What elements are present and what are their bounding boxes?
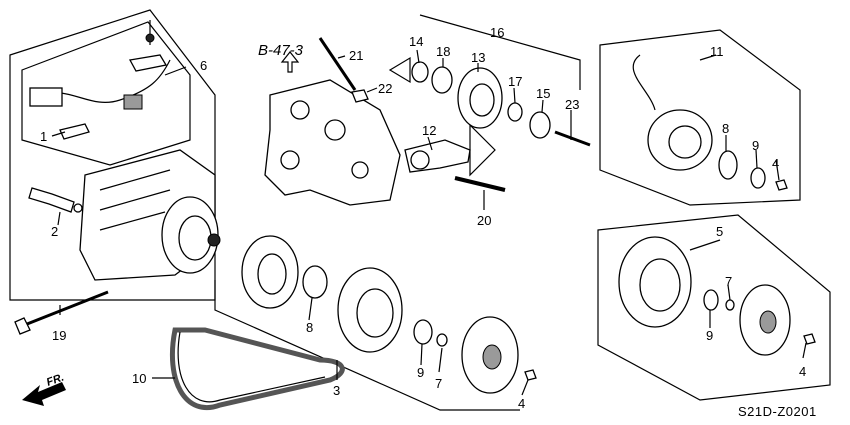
callout-13: 13 [471, 50, 485, 65]
front-arrow-icon [22, 382, 66, 406]
leader-lines [51, 49, 807, 396]
callout-4c: 4 [799, 364, 806, 379]
callout-1: 1 [40, 129, 47, 144]
callout-10: 10 [132, 371, 146, 386]
idler-pulley-hub [469, 83, 495, 117]
pointer-right [469, 123, 496, 177]
snap-ring-9b-part [750, 167, 766, 189]
snap-ring-8b-part [718, 150, 738, 180]
bracket-hole-3 [351, 161, 369, 179]
callout-8b: 8 [722, 121, 729, 136]
spacer-15-part [529, 111, 551, 139]
frame-11 [599, 29, 801, 206]
clip-part-1 [59, 123, 90, 140]
callout-2: 2 [51, 224, 58, 239]
callout-18: 18 [436, 44, 450, 59]
belt-inner [177, 331, 326, 403]
long-bolt-part [21, 290, 109, 328]
nut-14-part [411, 61, 429, 83]
callout-12: 12 [422, 123, 436, 138]
callout-9c: 9 [752, 138, 759, 153]
pointer-left [388, 56, 411, 84]
washer-17-part [507, 102, 523, 122]
callout-14: 14 [409, 34, 423, 49]
bracket-part [128, 54, 168, 72]
nut-4c-part [803, 333, 816, 345]
idler-arm-hole [410, 150, 430, 170]
callout-22: 22 [378, 81, 392, 96]
callout-16: 16 [490, 25, 504, 40]
nut-4-part [524, 369, 537, 381]
bolt-23-part [554, 130, 591, 147]
pulley-5-hub [639, 258, 681, 312]
clamp-part [123, 94, 143, 110]
compressor-fins [99, 169, 171, 231]
mount-bracket-part [264, 79, 401, 206]
bolt-20-part [454, 176, 506, 192]
callout-9b: 9 [706, 328, 713, 343]
nut-4b-part [775, 179, 788, 191]
front-label: FR. [45, 371, 66, 388]
pulley-hub [356, 288, 394, 338]
callout-23: 23 [565, 97, 579, 112]
group-16-bracket [419, 14, 581, 90]
relief-valve-part [28, 187, 75, 213]
callout-9a: 9 [417, 365, 424, 380]
callout-4a: 4 [518, 396, 525, 411]
callout-6: 6 [200, 58, 207, 73]
compressor-shaft [207, 233, 221, 247]
belt-part [169, 327, 345, 410]
callout-11: 11 [710, 44, 724, 59]
bolt-head [145, 33, 155, 43]
callout-7a: 7 [435, 376, 442, 391]
long-bolt-head [14, 317, 31, 335]
diagram-code: S21D-Z0201 [738, 404, 817, 419]
connector-part [29, 87, 63, 107]
bracket-hole-1 [290, 100, 310, 120]
callout-5: 5 [716, 224, 723, 239]
callout-20: 20 [477, 213, 491, 228]
armature-hub [482, 344, 502, 370]
callout-19: 19 [52, 328, 66, 343]
wire-harness [39, 59, 171, 103]
callout-21: 21 [349, 48, 363, 63]
callout-3: 3 [333, 383, 340, 398]
field-coil-11-inner [668, 125, 702, 159]
snap-ring-9c-part [703, 289, 719, 311]
snap-ring-8-part [302, 265, 328, 299]
bracket-hole-4 [324, 119, 346, 141]
callout-15: 15 [536, 86, 550, 101]
reference-label: B-47-3 [258, 42, 304, 59]
callout-4b: 4 [772, 156, 779, 171]
shim-7-part [436, 333, 448, 347]
harness-subframe [21, 21, 191, 166]
callout-8a: 8 [306, 320, 313, 335]
frame-5 [597, 214, 831, 401]
shim-7b-part [725, 299, 735, 311]
up-arrow-icon [280, 51, 300, 73]
nut-22-part [351, 89, 369, 103]
coil-wire [632, 54, 656, 111]
callout-labels: 1 2 3 4 4 4 5 6 7 7 7 8 8 9 9 9 10 11 12… [40, 25, 806, 411]
compressor-hub [178, 215, 212, 261]
bracket-hole-2 [280, 150, 300, 170]
o-ring-part [73, 203, 83, 213]
callout-17: 17 [508, 74, 522, 89]
cap-18-part [431, 66, 453, 94]
snap-ring-9-part [413, 319, 433, 345]
field-coil-inner [257, 253, 287, 295]
bolt-21-part [318, 37, 357, 91]
armature-5-hub [759, 310, 777, 334]
callout-7b: 7 [725, 274, 732, 289]
